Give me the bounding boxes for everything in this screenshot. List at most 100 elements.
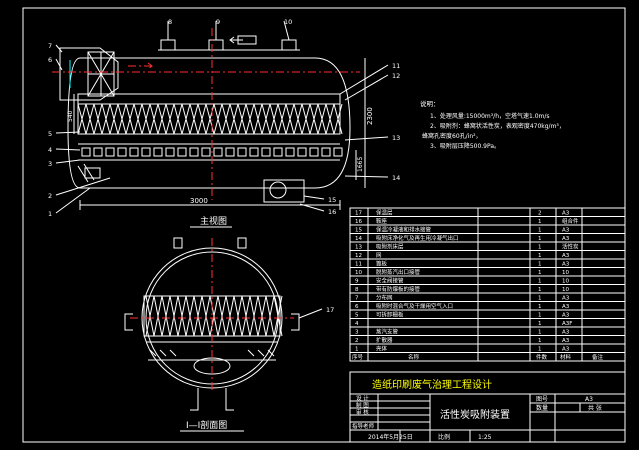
section-view-label: Ⅰ—Ⅰ剖面图 [186, 419, 227, 431]
parts-cell: 1 [538, 262, 542, 268]
drain-nozzle [269, 181, 287, 199]
section-nozzle-2 [237, 237, 247, 249]
sheet-label: 共 张 [588, 404, 602, 412]
parts-cell: 7 [355, 296, 359, 302]
parts-header-cell: 件数 [536, 353, 548, 361]
callout-leader-2 [55, 177, 111, 196]
grid-cell [225, 147, 235, 157]
flow-arrow-inlet [128, 62, 153, 70]
parts-cell: A3 [562, 330, 570, 336]
parts-cell: 吸附床净化气及再生用冷凝气出口 [376, 234, 459, 242]
parts-cell: 8 [355, 287, 359, 293]
parts-cell: 组合件 [562, 217, 579, 225]
callout-7: 7 [48, 42, 52, 50]
parts-cell: 15 [355, 228, 362, 234]
parts-cell: 安全阀接管 [376, 277, 404, 285]
parts-cell: A3 [562, 313, 570, 319]
parts-cell: 6 [355, 304, 359, 310]
parts-cell: 鞍座 [376, 217, 388, 225]
parts-cell: 活性炭 [562, 243, 579, 251]
section-bed-hatch [145, 295, 283, 337]
grid-cell [117, 147, 127, 157]
date-text: 2014年5月25日 [368, 433, 413, 441]
fig-no-label: 图号 [536, 396, 548, 403]
section-nozzle-1 [173, 237, 183, 249]
notes-line-2: 2、吸附剂：蜂窝状活性炭，表观密度470kg/m³， [430, 122, 565, 130]
nozzle-10 [281, 39, 297, 51]
dim-text-height: 2300 [366, 107, 374, 125]
callout-11: 11 [392, 62, 400, 70]
callout-15: 15 [328, 196, 336, 204]
dim-text-side: 540 [67, 110, 74, 122]
review-label: 审 核 [356, 408, 369, 416]
adsorbent-bed [77, 93, 341, 135]
parts-cell: 保温冷凝液和排水接管 [376, 226, 432, 234]
parts-cell: 10 [562, 287, 569, 293]
parts-cell: 1 [538, 330, 542, 336]
inlet-cone [59, 47, 119, 101]
callout-1: 1 [48, 210, 52, 218]
parts-cell: A3 [562, 228, 570, 234]
parts-cell: 保温层 [376, 209, 393, 217]
parts-cell: 1 [538, 296, 542, 302]
grid-cell [189, 147, 199, 157]
parts-cell: 1 [538, 236, 542, 242]
callout-leader-10 [283, 20, 290, 41]
inlet-filter-hatch [87, 51, 115, 97]
callout-leader-13 [344, 136, 389, 141]
parts-cell: 壳体 [376, 345, 388, 353]
parts-cell: 10 [562, 270, 569, 276]
section-lower-hatch [149, 349, 275, 357]
outlet-hatch [77, 163, 95, 183]
grid-cell [201, 147, 211, 157]
callout-6: 6 [48, 56, 52, 64]
parts-cell: 11 [355, 262, 362, 268]
parts-header-cell: 名称 [408, 353, 420, 361]
parts-cell: A3 [562, 304, 570, 310]
title-block [349, 371, 626, 443]
callout-3: 3 [48, 160, 52, 168]
parts-cell: 1 [538, 253, 542, 259]
parts-cell: A3 [562, 211, 570, 217]
parts-cell: 9 [355, 279, 359, 285]
parts-cell: 5 [355, 313, 359, 319]
callout-leader-6 [55, 58, 63, 71]
callout-leader-16 [299, 203, 325, 212]
parts-header-cell: 序号 [352, 353, 364, 361]
parts-cell: 2 [538, 211, 542, 217]
parts-cell: 2 [355, 338, 359, 344]
parts-cell: 蒸汽支管 [376, 328, 399, 336]
parts-cell: 扩散器 [376, 336, 393, 344]
callout-leader-1 [55, 187, 91, 214]
callout-leader-7 [55, 44, 63, 53]
teacher-label: 指导老师 [352, 422, 375, 430]
parts-cell: A3 [562, 296, 570, 302]
callout-leader-5 [55, 131, 81, 134]
parts-cell: A3 [562, 236, 570, 242]
parts-cell: 1 [538, 287, 542, 293]
callout-4: 4 [48, 146, 52, 154]
parts-cell: 16 [355, 219, 362, 225]
outlet-pipe [84, 167, 101, 179]
parts-cell: 13 [355, 245, 362, 251]
parts-cell: 1 [355, 347, 359, 353]
grid-cell [93, 147, 103, 157]
scale-value: 1:25 [478, 434, 492, 441]
callout-16: 16 [328, 208, 336, 216]
parts-header-cell: 备注 [592, 353, 604, 361]
notes-line-4: 3、吸附层压降500.9Pa。 [430, 142, 500, 150]
callout-leader-4 [55, 148, 81, 151]
section-side-nozzle-left [124, 313, 133, 331]
callout-13: 13 [392, 134, 400, 142]
parts-cell: 分布网 [376, 294, 393, 302]
grid-cell [141, 147, 151, 157]
parts-cell: 1 [538, 321, 542, 327]
grid-cell [309, 147, 319, 157]
grid-cell [297, 147, 307, 157]
flow-arrow-top [229, 36, 243, 44]
section-side-nozzle-right [291, 313, 300, 331]
parts-cell: 14 [355, 236, 362, 242]
dim-text-lower: 1665 [357, 157, 364, 172]
